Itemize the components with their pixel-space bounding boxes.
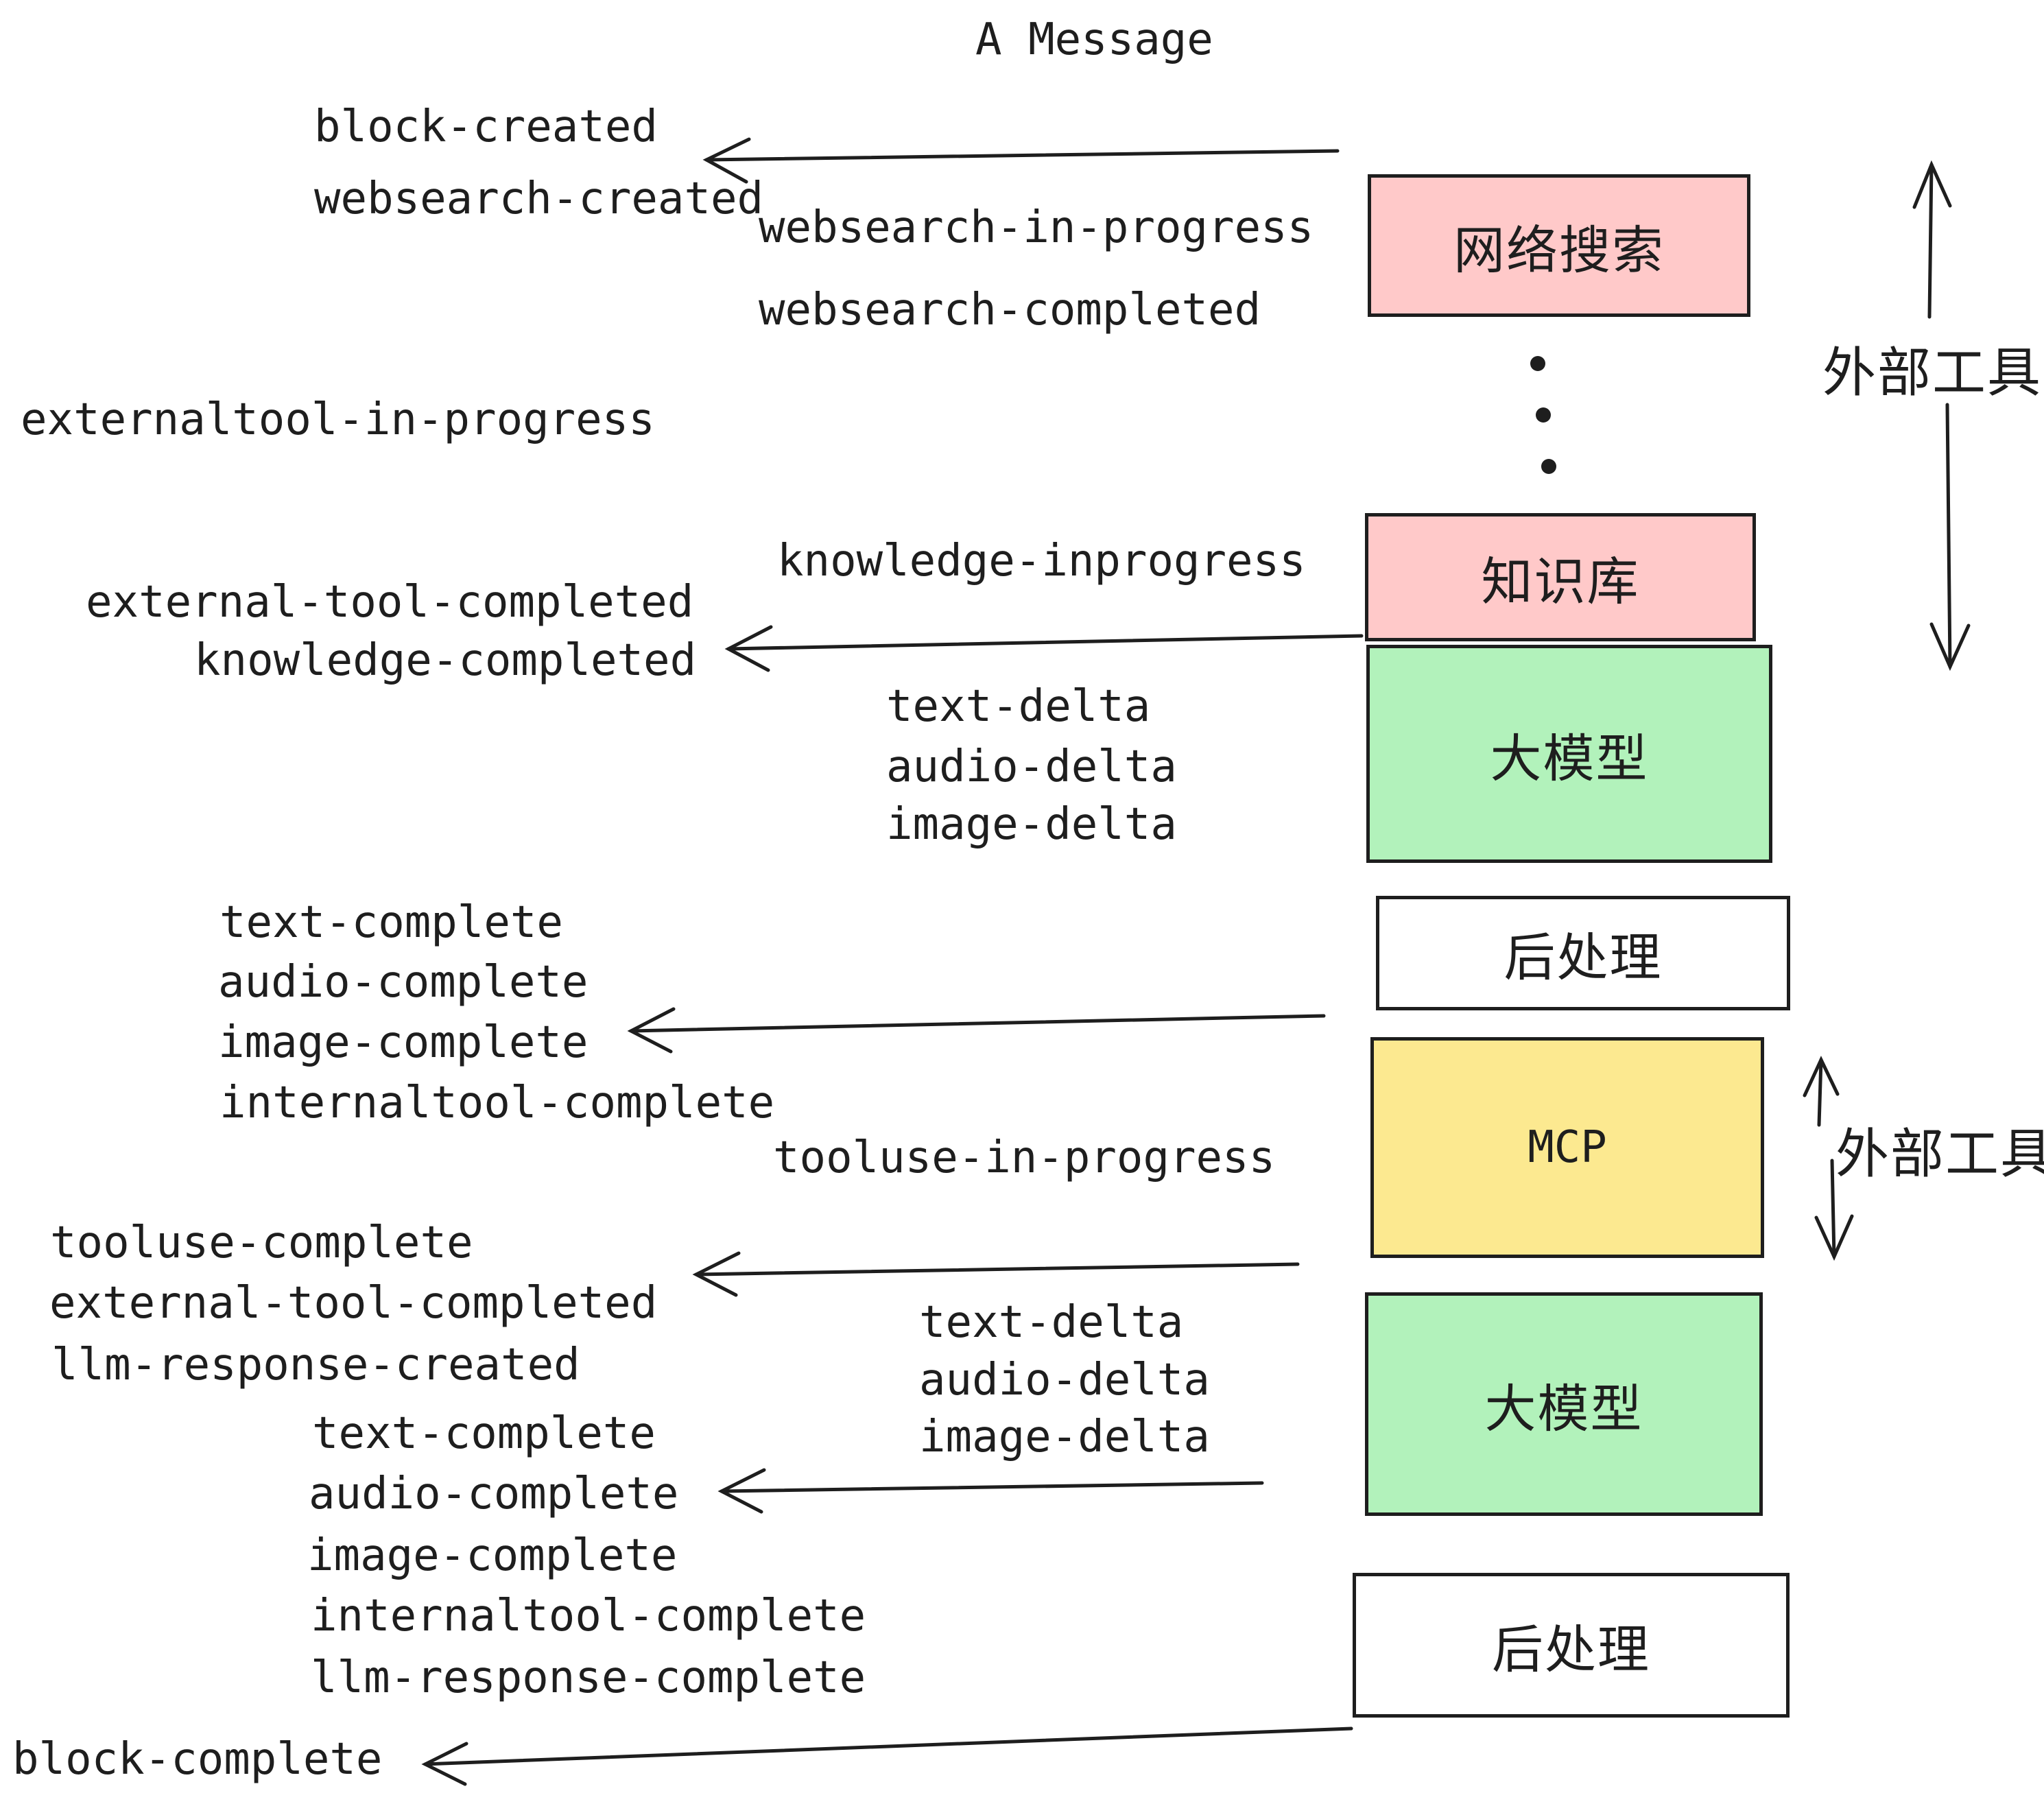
arrow-external-tools-up-2 bbox=[1803, 1056, 1840, 1127]
side-label-external-tools-1: 外部工具 bbox=[1822, 342, 2043, 403]
arrow-audio-complete bbox=[717, 1468, 1264, 1514]
event-internaltool-complete-1: internaltool-complete bbox=[219, 1078, 775, 1128]
event-external-tool-completed-2: external-tool-completed bbox=[49, 1278, 658, 1329]
event-image-complete-2: image-complete bbox=[307, 1530, 678, 1581]
event-text-complete-2: text-complete bbox=[312, 1408, 656, 1459]
event-tooluse-complete: tooluse-complete bbox=[50, 1218, 473, 1268]
box-postprocess-1-label: 后处理 bbox=[1504, 929, 1663, 986]
event-internaltool-complete-2: internaltool-complete bbox=[311, 1591, 866, 1641]
box-postprocess-1: 后处理 bbox=[1376, 896, 1790, 1010]
box-llm-2-label: 大模型 bbox=[1484, 1379, 1643, 1438]
event-text-delta-2: text-delta bbox=[919, 1297, 1184, 1348]
box-postprocess-2-label: 后处理 bbox=[1491, 1621, 1650, 1678]
event-websearch-completed: websearch-completed bbox=[759, 285, 1261, 335]
box-postprocess-2: 后处理 bbox=[1353, 1573, 1790, 1718]
box-llm-1: 大模型 bbox=[1366, 645, 1772, 863]
event-tooluse-in-progress: tooluse-in-progress bbox=[773, 1132, 1276, 1183]
box-knowledge-label: 知识库 bbox=[1481, 553, 1640, 610]
box-llm-1-label: 大模型 bbox=[1490, 729, 1649, 787]
event-knowledge-inprogress: knowledge-inprogress bbox=[777, 536, 1306, 586]
event-externaltool-in-progress: externaltool-in-progress bbox=[21, 394, 655, 445]
box-knowledge: 知识库 bbox=[1365, 513, 1756, 641]
event-block-created: block-created bbox=[314, 102, 658, 152]
arrow-external-tools-up-1 bbox=[1912, 160, 1952, 319]
box-llm-2: 大模型 bbox=[1365, 1292, 1763, 1516]
arrow-external-tools-down-1 bbox=[1929, 403, 1971, 672]
event-llm-response-complete: llm-response-complete bbox=[311, 1652, 866, 1703]
box-mcp-label: MCP bbox=[1528, 1122, 1607, 1173]
event-audio-delta-1: audio-delta bbox=[886, 741, 1177, 792]
ellipsis-dots bbox=[1530, 356, 1556, 474]
arrow-websearch-created bbox=[702, 137, 1340, 184]
event-image-delta-2: image-delta bbox=[919, 1412, 1210, 1462]
event-text-delta-1: text-delta bbox=[886, 681, 1151, 732]
event-knowledge-completed: knowledge-completed bbox=[194, 635, 697, 686]
box-websearch: 网络搜索 bbox=[1368, 174, 1750, 317]
event-block-complete: block-complete bbox=[12, 1734, 383, 1785]
box-websearch-label: 网络搜索 bbox=[1453, 221, 1665, 279]
event-audio-delta-2: audio-delta bbox=[919, 1355, 1210, 1405]
event-image-delta-1: image-delta bbox=[886, 799, 1177, 850]
event-llm-response-created: llm-response-created bbox=[51, 1340, 580, 1390]
arrow-block-complete bbox=[421, 1726, 1353, 1786]
arrow-knowledge-completed bbox=[724, 625, 1364, 672]
diagram-title: A Message bbox=[975, 14, 1213, 65]
side-label-external-tools-2: 外部工具 bbox=[1835, 1124, 2044, 1184]
arrow-external-tools-down-2 bbox=[1814, 1159, 1854, 1261]
arrow-tooluse-complete bbox=[692, 1251, 1300, 1297]
box-mcp: MCP bbox=[1370, 1037, 1764, 1258]
event-audio-complete-2: audio-complete bbox=[309, 1469, 679, 1519]
event-audio-complete-1: audio-complete bbox=[218, 957, 589, 1008]
event-websearch-created: websearch-created bbox=[314, 174, 764, 224]
event-websearch-in-progress: websearch-in-progress bbox=[759, 202, 1314, 253]
arrow-image-complete bbox=[627, 1007, 1326, 1054]
event-external-tool-completed-1: external-tool-completed bbox=[86, 577, 694, 628]
event-image-complete-1: image-complete bbox=[218, 1017, 589, 1068]
event-text-complete-1: text-complete bbox=[219, 897, 563, 948]
